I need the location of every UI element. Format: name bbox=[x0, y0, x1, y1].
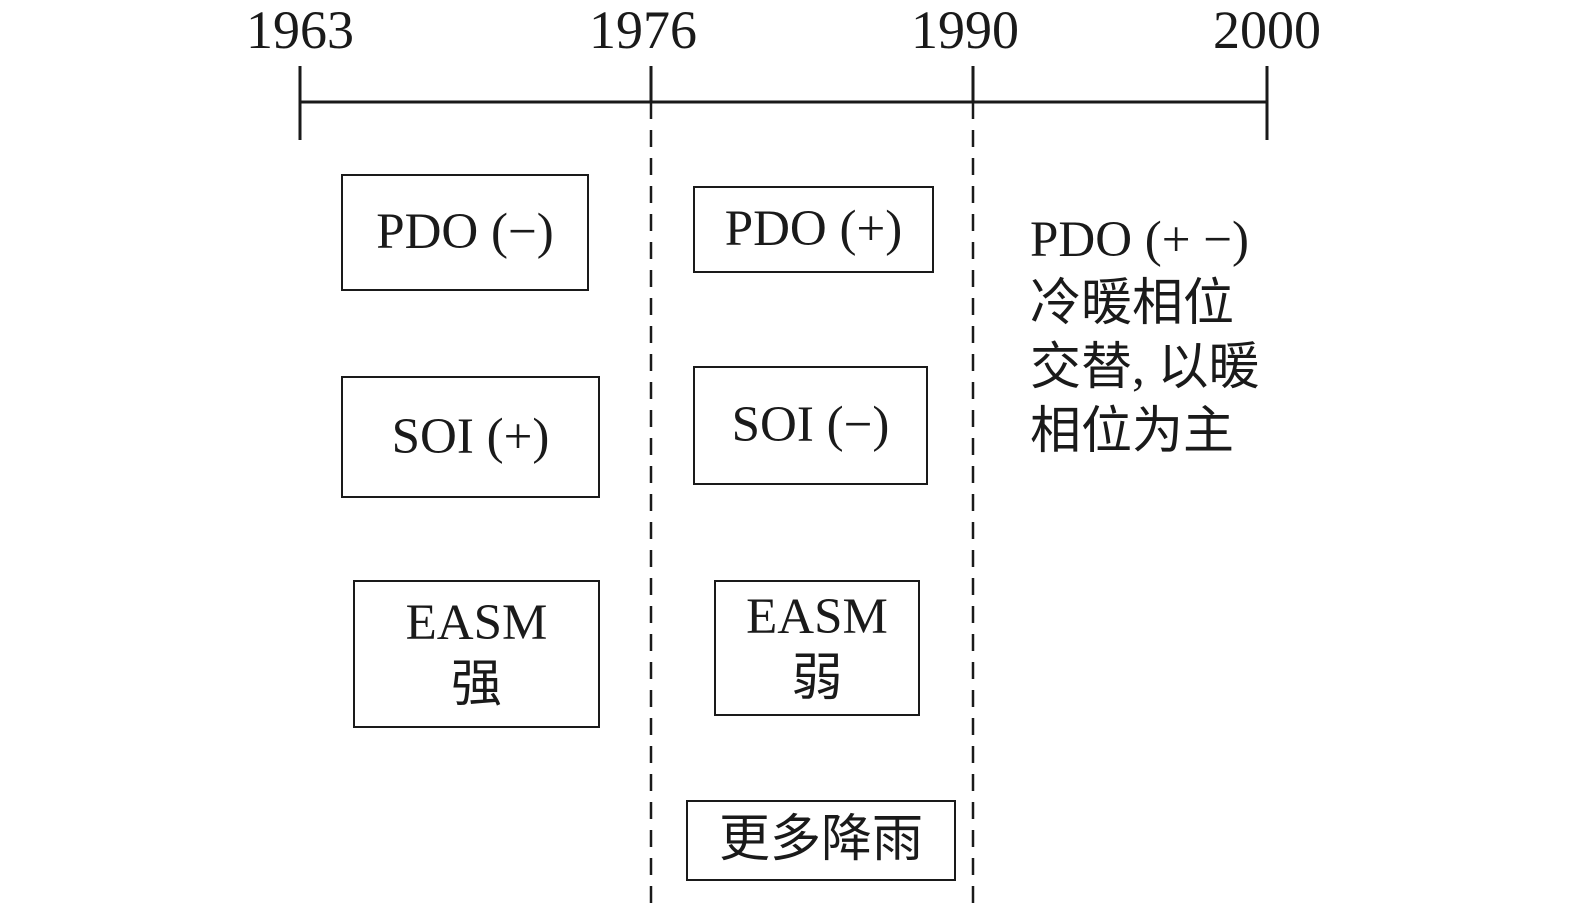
more-rainfall-box: 更多降雨 bbox=[686, 800, 956, 881]
pdo-positive-box: PDO (+) bbox=[693, 186, 934, 273]
easm-weak-box: EASM 弱 bbox=[714, 580, 920, 716]
more-rainfall-label: 更多降雨 bbox=[718, 812, 923, 869]
easm-strong-box: EASM 强 bbox=[353, 580, 600, 728]
soi-positive-label: SOI (+) bbox=[391, 408, 550, 465]
soi-negative-box: SOI (−) bbox=[693, 366, 928, 485]
year-label-1963: 1963 bbox=[246, 0, 354, 60]
note-line: 相位为主 bbox=[1030, 404, 1235, 460]
year-label-1976: 1976 bbox=[589, 0, 697, 60]
pdo-alternating-phase-note: PDO (+ −) 冷暖相位 交替, 以暖 相位为主 bbox=[1030, 208, 1260, 464]
year-label-1990: 1990 bbox=[911, 0, 1019, 60]
note-line: PDO (+ −) bbox=[1030, 212, 1250, 268]
year-label-2000: 2000 bbox=[1213, 0, 1321, 60]
pdo-negative-label: PDO (−) bbox=[376, 204, 554, 261]
pdo-negative-box: PDO (−) bbox=[341, 174, 589, 291]
easm-weak-label: 弱 bbox=[791, 651, 843, 707]
soi-positive-box: SOI (+) bbox=[341, 376, 600, 498]
soi-negative-label: SOI (−) bbox=[731, 397, 890, 454]
easm-strong-label: 强 bbox=[450, 657, 502, 713]
easm-label: EASM bbox=[405, 594, 548, 651]
easm-label: EASM bbox=[746, 588, 888, 645]
note-line: 交替, 以暖 bbox=[1030, 340, 1260, 396]
note-line: 冷暖相位 bbox=[1030, 276, 1235, 332]
pdo-positive-label: PDO (+) bbox=[724, 201, 903, 258]
